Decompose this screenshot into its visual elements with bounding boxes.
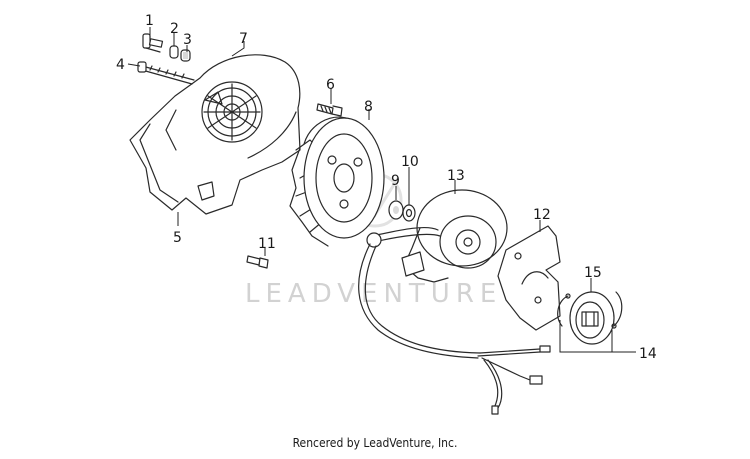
nut-3[interactable]: [180, 49, 191, 62]
credit-text: Rencered by LeadVenture, Inc.: [292, 436, 458, 450]
circlip-14b[interactable]: [611, 291, 623, 329]
callout-9: 9: [391, 173, 400, 189]
fan-housing[interactable]: [129, 54, 301, 215]
callout-11: 11: [258, 236, 276, 252]
watermark: LEADVENTURE: [245, 172, 502, 309]
stator-assembly[interactable]: [358, 189, 551, 415]
callout-14: 14: [639, 346, 657, 362]
callout-3: 3: [183, 32, 192, 48]
rotor-cup-15[interactable]: [569, 291, 615, 345]
bolt-11[interactable]: [246, 255, 269, 269]
watermark-text: LEADVENTURE: [245, 279, 502, 309]
washer-10[interactable]: [402, 204, 416, 222]
washer-2[interactable]: [169, 45, 179, 59]
callouts: 1 2 3 4 5 6 7 8 9 10 11 12 13 14 15: [116, 13, 657, 362]
bolt-4[interactable]: [137, 61, 195, 85]
bolt-6[interactable]: [316, 103, 343, 117]
plate-12[interactable]: [497, 225, 561, 331]
callout-13: 13: [447, 168, 465, 184]
callout-15: 15: [584, 265, 602, 281]
callout-5: 5: [173, 230, 182, 246]
nut-9[interactable]: [388, 200, 404, 220]
bolt-1[interactable]: [142, 33, 164, 53]
flywheel[interactable]: [289, 116, 385, 247]
callout-8: 8: [364, 99, 373, 115]
callout-12: 12: [533, 207, 551, 223]
callout-7: 7: [239, 31, 248, 47]
callout-10: 10: [401, 154, 419, 170]
callout-6: 6: [326, 77, 335, 93]
callout-2: 2: [170, 21, 179, 37]
callout-1: 1: [145, 13, 154, 29]
callout-4: 4: [116, 57, 125, 73]
leader-lines: [127, 27, 636, 353]
